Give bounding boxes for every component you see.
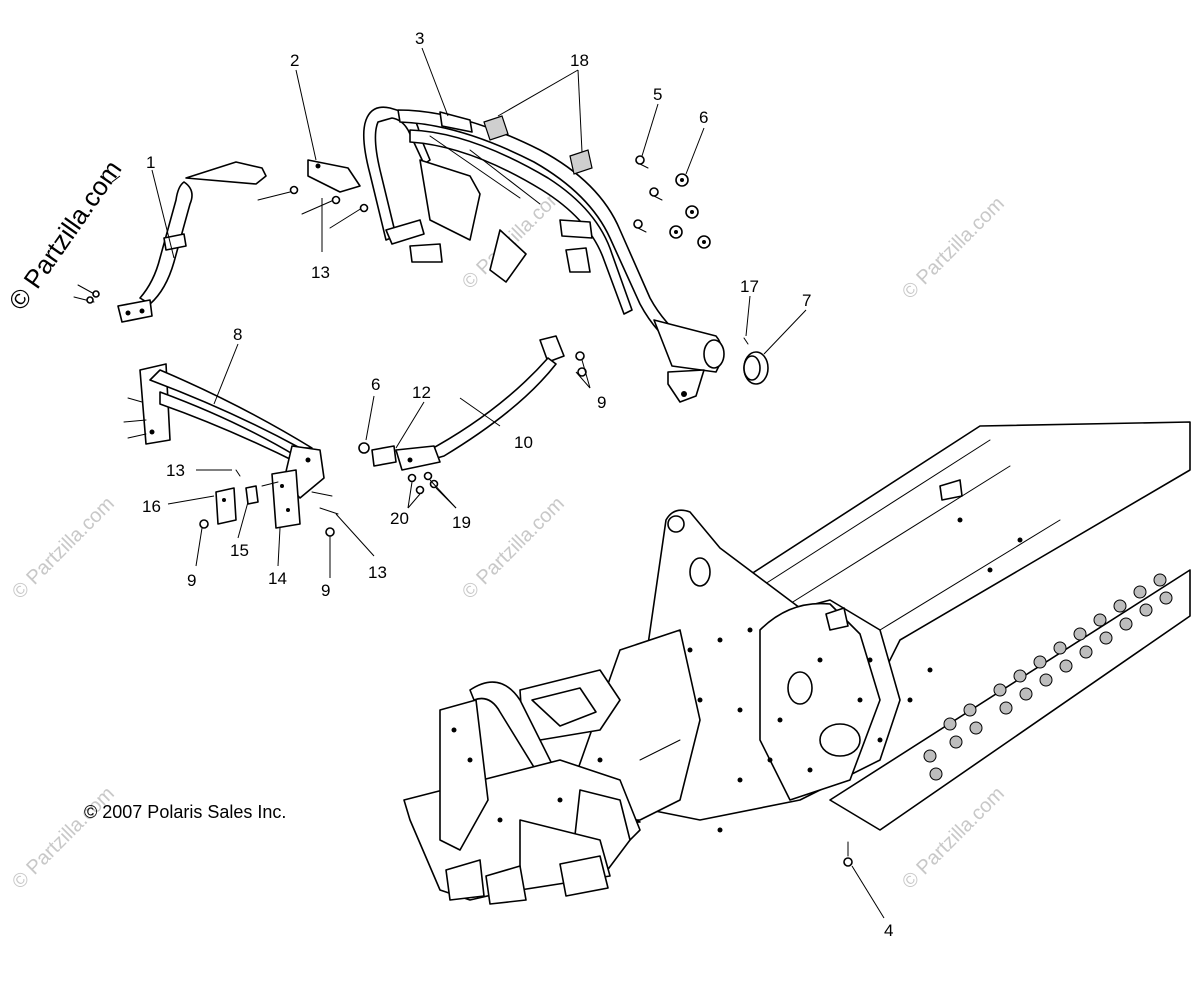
callout-4: 4 — [884, 921, 893, 940]
leader-lines — [111, 47, 885, 919]
callout-13: 13 — [368, 563, 387, 582]
callout-10: 10 — [514, 433, 533, 452]
part-20-washers — [407, 473, 425, 495]
callout-9: 9 — [321, 581, 330, 600]
part-12-plate — [371, 445, 397, 467]
callout-13: 13 — [311, 263, 330, 282]
callout-labels: 1 2 3 18 5 6 17 7 13 8 6 12 10 9 20 19 1… — [142, 29, 893, 940]
callout-13: 13 — [166, 461, 185, 480]
callout-16: 16 — [142, 497, 161, 516]
part-16-bracket — [215, 487, 237, 525]
watermark-text: © Partzilla.com — [898, 193, 1009, 304]
watermark-text: © Partzilla.com — [8, 493, 119, 604]
callout-18: 18 — [570, 51, 589, 70]
part-17-pin — [743, 337, 749, 345]
callout-15: 15 — [230, 541, 249, 560]
part-1-strut — [73, 161, 267, 323]
part-6-nut-lower — [358, 442, 370, 454]
part-7-end-cap — [743, 351, 769, 385]
part-4-chassis — [403, 421, 1191, 905]
watermark-text: © Partzilla.com — [458, 493, 569, 604]
callout-19: 19 — [452, 513, 471, 532]
callout-12: 12 — [412, 383, 431, 402]
callout-6: 6 — [371, 375, 380, 394]
callout-20: 20 — [390, 509, 409, 528]
watermark-primary: © Partzilla.com — [2, 155, 127, 316]
part-5-bolts — [633, 155, 663, 233]
callout-2: 2 — [290, 51, 299, 70]
callout-14: 14 — [268, 569, 287, 588]
watermark-text: © Partzilla.com — [8, 783, 119, 894]
callout-7: 7 — [802, 291, 811, 310]
callout-9: 9 — [597, 393, 606, 412]
part-9-nuts — [199, 351, 587, 537]
part-15-clip — [245, 485, 259, 505]
callout-3: 3 — [415, 29, 424, 48]
part-14-mount-plate — [271, 469, 301, 529]
part-8-cross-member — [123, 363, 325, 499]
part-3-frame — [362, 106, 725, 403]
part-2-bracket — [257, 159, 369, 229]
part-13-bolts — [235, 469, 339, 515]
part-10-strut — [395, 335, 565, 471]
part-18-pads — [483, 115, 593, 175]
callout-9: 9 — [187, 571, 196, 590]
copyright-notice: © 2007 Polaris Sales Inc. — [84, 802, 286, 822]
callout-8: 8 — [233, 325, 242, 344]
callout-6: 6 — [699, 108, 708, 127]
callout-5: 5 — [653, 85, 662, 104]
part-6-nuts — [669, 173, 711, 249]
callout-17: 17 — [740, 277, 759, 296]
callout-1: 1 — [146, 153, 155, 172]
